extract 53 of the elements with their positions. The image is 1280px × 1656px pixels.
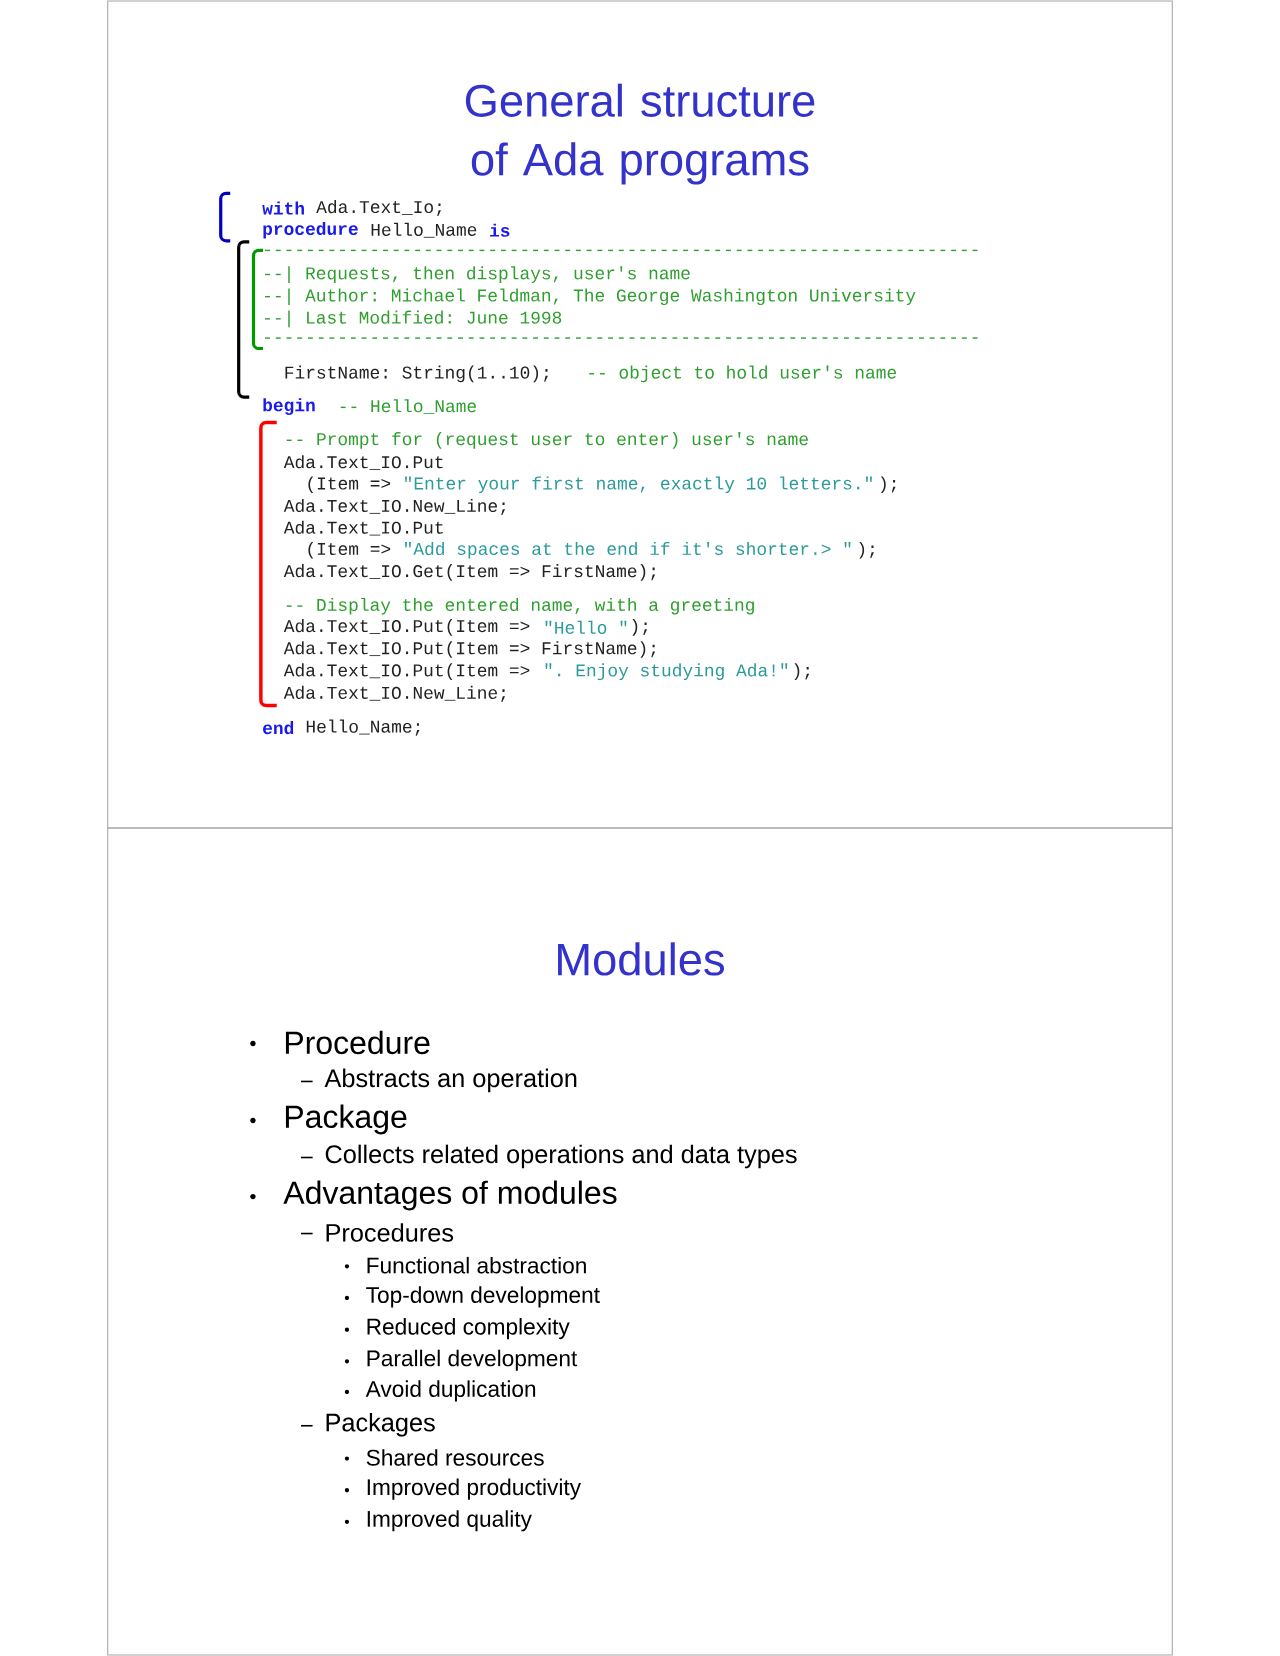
code-text: Ada.Text_IO.Put — [283, 455, 443, 470]
bullet-text: Reduced complexity — [367, 1318, 570, 1340]
code-text: ); — [859, 541, 874, 559]
code-text: (Item => — [308, 541, 391, 559]
code-comment: -- object to hold user's name — [589, 365, 896, 383]
code-comment: -- Prompt for (request user to enter) user's name — [286, 432, 808, 449]
bullet-text: Procedure — [285, 1030, 430, 1055]
code-text: Ada.Text_IO.Put(Item => — [283, 663, 530, 680]
code-comment: -- Display the entered name, with a greeting — [286, 597, 754, 615]
bullet-text: Package — [285, 1104, 407, 1135]
slide-title: Modules — [558, 942, 724, 976]
code-comment: -- Hello_Name — [340, 399, 476, 415]
code-string: ". Enjoy studying Ada!" — [545, 663, 788, 680]
slide-title: General structure of Ada programs — [465, 83, 815, 185]
code-text: Ada.Text_IO.Get(Item => FirstName); — [283, 564, 656, 581]
code-text: Hello_Name — [371, 222, 477, 238]
bullet-text: Abstracts an operation — [324, 1068, 577, 1093]
bullet-text: Functional abstraction — [367, 1256, 586, 1274]
code-string: "Add spaces at the end if it's shorter.> " — [405, 541, 851, 559]
code-text: Hello_Name; — [306, 719, 420, 736]
bullet-text: Collects related operations and data types — [325, 1144, 797, 1169]
code-text: Ada.Text_IO.Put(Item => FirstName); — [283, 641, 656, 658]
code-text: Ada.Text_IO.New_Line; — [283, 685, 506, 702]
code-comment: --| Last Modified: June 1998 — [265, 310, 562, 328]
code-keyword: end — [263, 721, 294, 735]
bullet-text: Procedures — [326, 1223, 454, 1242]
bullet-text: Avoid duplication — [365, 1380, 536, 1402]
bullet-text: Improved productivity — [367, 1478, 581, 1500]
code-text: (Item => — [308, 476, 391, 494]
code-keyword: is — [490, 223, 510, 237]
code-text: Ada.Text_IO.New_Line; — [283, 498, 506, 515]
code-string: "Hello " — [545, 620, 627, 634]
code-keyword: procedure — [263, 221, 358, 239]
bullet-text: Advantages of modules — [283, 1180, 617, 1211]
code-comment: ------------------------------------------------------------------- — [265, 249, 978, 252]
code-comment: ------------------------------------------------------------------- — [265, 337, 978, 339]
code-text: ); — [632, 619, 648, 636]
bullet-text: Shared resources — [366, 1449, 544, 1466]
code-comment: --| Author: Michael Feldman, The George Washington University — [265, 288, 916, 306]
code-keyword: begin — [263, 398, 315, 415]
code-comment: --| Requests, then displays, user's name — [265, 266, 690, 283]
code-text: ); — [880, 476, 896, 494]
code-keyword: with — [262, 201, 304, 215]
code-text: Ada.Text_IO.Put(Item => — [283, 619, 530, 636]
bullet-text: Top-down development — [366, 1286, 600, 1308]
code-text: Ada.Text_IO.Put — [283, 520, 443, 536]
code-text: ); — [794, 663, 810, 680]
code-text: Ada.Text_Io; — [316, 200, 441, 217]
code-string: "Enter your first name, exactly 10 letters." — [405, 476, 872, 494]
bullet-text: Improved quality — [367, 1510, 532, 1532]
code-text: FirstName: String(1..10); — [285, 365, 548, 383]
bullet-text: Packages — [326, 1412, 435, 1437]
bullet-text: Parallel development — [367, 1349, 578, 1371]
